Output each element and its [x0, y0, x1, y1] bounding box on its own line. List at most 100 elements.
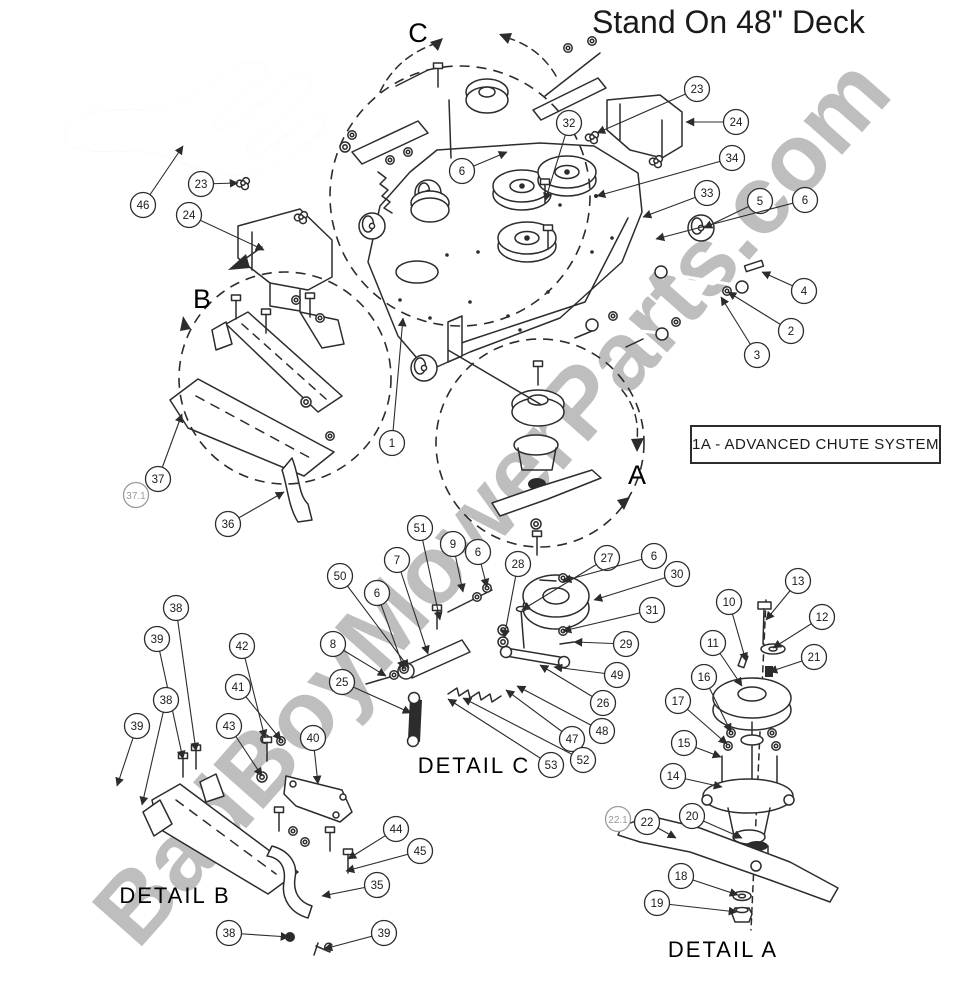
section-letter-b: B	[193, 284, 211, 314]
svg-text:2: 2	[788, 326, 794, 338]
detail-label-b: DETAIL B	[119, 883, 230, 908]
svg-text:9: 9	[450, 539, 456, 551]
callout-35: 35	[321, 871, 391, 899]
callout-11: 11	[699, 629, 743, 687]
svg-text:37: 37	[152, 474, 165, 486]
section-letter-c: C	[408, 18, 428, 48]
svg-text:50: 50	[334, 571, 347, 583]
svg-text:6: 6	[459, 166, 465, 178]
svg-text:24: 24	[730, 117, 743, 129]
callout-7: 7	[383, 546, 430, 655]
svg-text:6: 6	[475, 547, 481, 559]
svg-text:29: 29	[620, 639, 633, 651]
svg-text:28: 28	[512, 559, 525, 571]
svg-text:14: 14	[667, 771, 680, 783]
detail-b-parts	[142, 736, 354, 956]
diagram-artwork	[64, 33, 839, 956]
svg-text:6: 6	[802, 195, 808, 207]
callout-17: 17	[664, 687, 728, 745]
page-title: Stand On 48" Deck	[592, 4, 865, 40]
svg-text:44: 44	[390, 824, 403, 836]
section-flow-arrows	[180, 33, 644, 510]
callout-39: 39	[323, 919, 398, 952]
detail-circle-a	[435, 338, 645, 548]
callout-22: 22	[633, 808, 677, 839]
callout-14: 14	[659, 762, 723, 790]
callout-37.1: 37.1	[122, 481, 150, 509]
deck-belt	[64, 60, 327, 176]
callout-3: 3	[720, 296, 771, 369]
detail-label-c: DETAIL C	[418, 753, 531, 778]
callout-26: 26	[539, 664, 617, 717]
callout-41: 41	[224, 673, 282, 741]
callout-22.1: 22.1	[604, 805, 632, 833]
callout-38: 38	[215, 919, 290, 947]
svg-text:6: 6	[374, 588, 380, 600]
callout-36: 36	[214, 491, 285, 538]
chute-right	[584, 94, 683, 169]
lift-linkage	[574, 259, 765, 348]
svg-text:43: 43	[223, 721, 236, 733]
callout-49: 49	[553, 661, 631, 689]
detail-circle-c	[329, 65, 591, 327]
detail-circle-b	[178, 271, 392, 485]
svg-text:11: 11	[707, 638, 719, 650]
callout-21: 21	[768, 643, 828, 674]
callout-33: 33	[642, 179, 721, 219]
svg-text:17: 17	[672, 696, 685, 708]
svg-text:40: 40	[307, 733, 320, 745]
callout-2: 2	[727, 291, 805, 345]
svg-text:19: 19	[651, 898, 664, 910]
callout-44: 44	[347, 815, 410, 860]
callout-6: 6	[363, 579, 406, 670]
svg-text:38: 38	[160, 695, 173, 707]
callout-16: 16	[690, 663, 732, 733]
callout-52: 52	[462, 697, 597, 774]
svg-text:45: 45	[414, 846, 427, 858]
callout-12: 12	[772, 603, 836, 649]
section-a-parts	[447, 349, 602, 556]
callout-38: 38	[162, 594, 200, 752]
svg-text:27: 27	[601, 553, 614, 565]
svg-text:20: 20	[686, 811, 699, 823]
svg-text:39: 39	[131, 721, 144, 733]
callout-38: 38	[139, 686, 180, 806]
svg-text:37.1: 37.1	[126, 491, 146, 502]
svg-text:1: 1	[389, 438, 395, 450]
svg-text:4: 4	[801, 286, 808, 298]
svg-text:32: 32	[563, 118, 576, 130]
svg-text:21: 21	[808, 652, 821, 664]
callout-8: 8	[319, 630, 387, 677]
advanced-chute-system-label: 1A - ADVANCED CHUTE SYSTEM	[692, 436, 939, 453]
callout-24: 24	[685, 108, 750, 136]
svg-text:47: 47	[566, 734, 579, 746]
callout-31: 31	[562, 596, 666, 634]
svg-text:7: 7	[394, 555, 400, 567]
callout-20: 20	[678, 802, 743, 839]
svg-text:51: 51	[414, 523, 427, 535]
callout-23: 23	[187, 170, 239, 198]
callout-6: 6	[562, 542, 668, 584]
callout-53: 53	[447, 698, 565, 779]
detail-a-parts	[617, 599, 839, 931]
svg-text:16: 16	[698, 672, 711, 684]
callout-30: 30	[593, 560, 691, 602]
callout-13: 13	[765, 567, 812, 621]
svg-text:46: 46	[137, 200, 150, 212]
callout-6: 6	[448, 151, 508, 185]
svg-text:18: 18	[675, 871, 688, 883]
svg-text:15: 15	[678, 738, 691, 750]
svg-text:33: 33	[701, 188, 714, 200]
callout-45: 45	[345, 837, 434, 874]
callout-15: 15	[670, 729, 722, 759]
callout-42: 42	[228, 632, 268, 739]
svg-text:41: 41	[232, 682, 245, 694]
callout-23: 23	[596, 75, 711, 134]
svg-text:31: 31	[646, 605, 659, 617]
svg-text:8: 8	[330, 639, 336, 651]
svg-text:22: 22	[641, 817, 654, 829]
callout-34: 34	[596, 144, 746, 199]
svg-text:35: 35	[371, 880, 384, 892]
svg-text:34: 34	[726, 153, 739, 165]
